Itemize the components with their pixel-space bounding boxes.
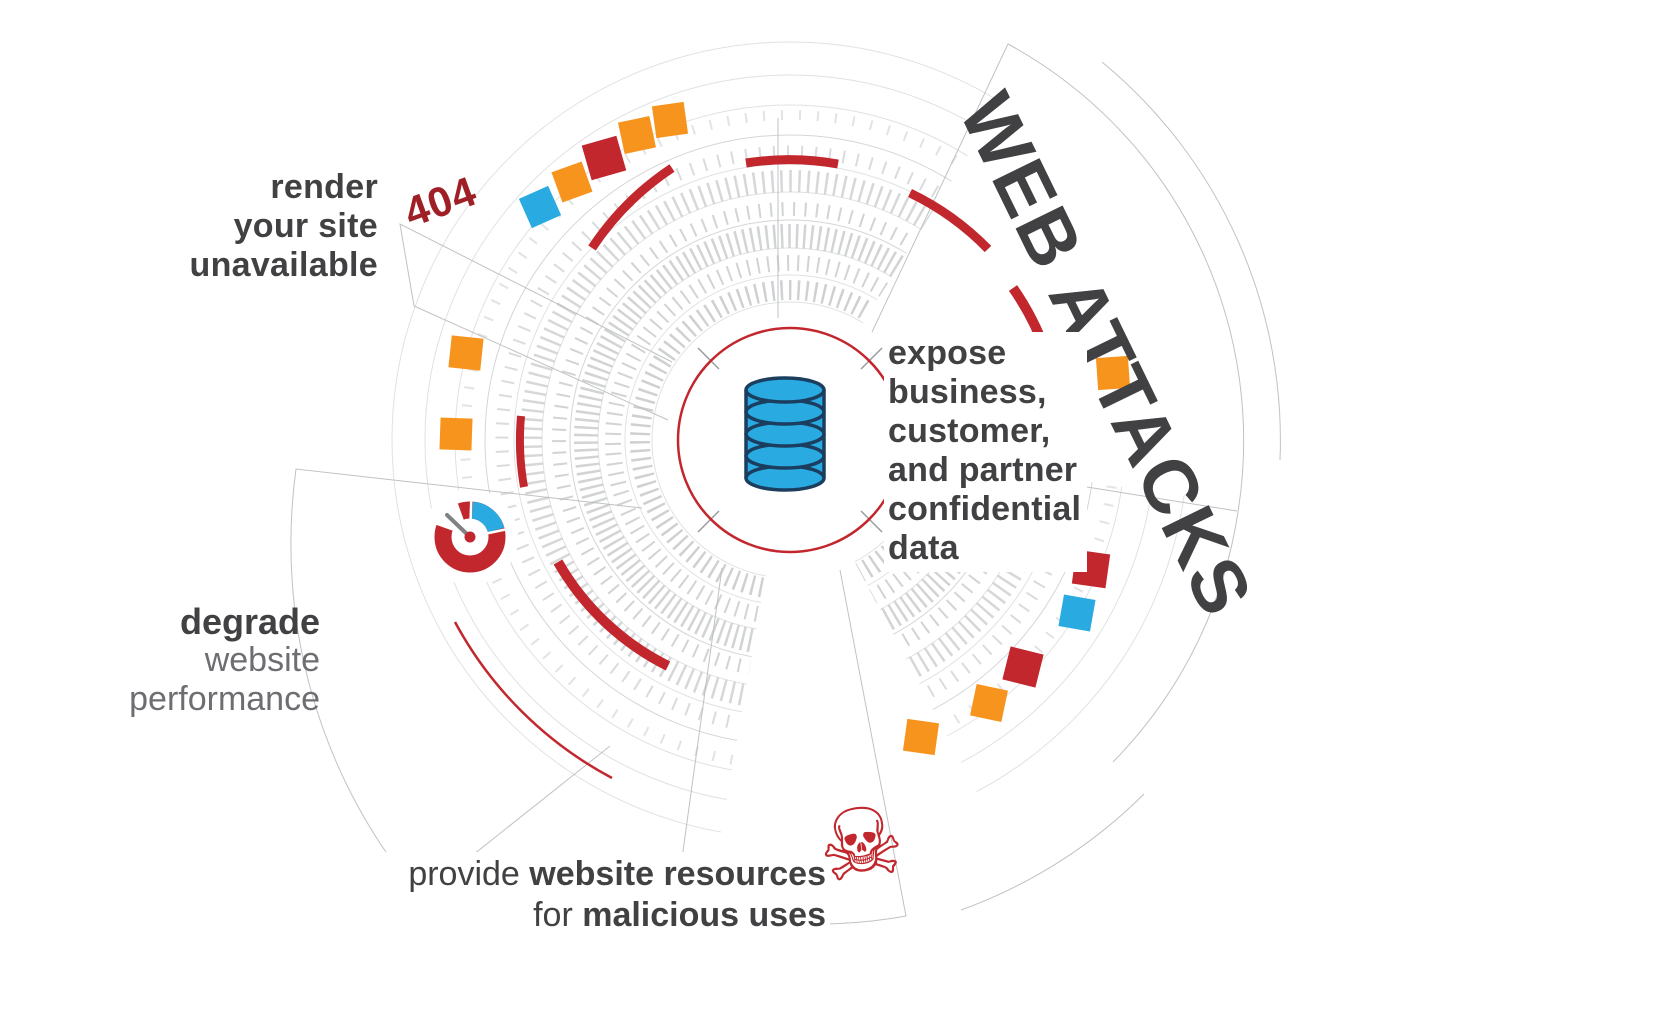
gauge-icon bbox=[434, 498, 508, 573]
provide-normal-2: for bbox=[533, 896, 583, 934]
provide-resources-label: provide website resources for malicious … bbox=[300, 852, 830, 938]
accent-square bbox=[970, 684, 1008, 722]
expose-data-label: expose business, customer, and partner c… bbox=[884, 332, 1088, 572]
render-line-1: render bbox=[270, 168, 378, 206]
degrade-line-3: performance bbox=[129, 680, 320, 718]
accent-square bbox=[618, 116, 656, 154]
render-line-2: your site bbox=[233, 207, 378, 245]
degrade-line-2: website bbox=[204, 641, 320, 679]
expose-line-2: business, bbox=[888, 373, 1047, 411]
accent-square bbox=[448, 335, 484, 371]
degrade-performance-label: degrade website performance bbox=[40, 602, 320, 719]
accent-square bbox=[581, 135, 627, 181]
provide-line-2: for malicious uses bbox=[304, 895, 826, 936]
accent-square bbox=[651, 101, 689, 139]
accent-square bbox=[902, 718, 940, 756]
render-line-3: unavailable bbox=[189, 246, 378, 284]
provide-bold-2: malicious uses bbox=[582, 896, 826, 934]
skull-crossbones-icon: ☠ bbox=[810, 782, 912, 906]
accent-square bbox=[1095, 355, 1131, 391]
render-site-label: render your site unavailable bbox=[140, 168, 378, 285]
database-icon bbox=[744, 376, 826, 492]
expose-line-3: customer, bbox=[888, 412, 1051, 450]
white-sector-bottom bbox=[707, 555, 1015, 921]
accent-square bbox=[551, 161, 593, 203]
expose-line-4: and partner bbox=[888, 451, 1078, 489]
expose-line-5: confidential bbox=[888, 490, 1082, 528]
degrade-line-1: degrade bbox=[179, 601, 320, 642]
accent-square bbox=[439, 417, 473, 451]
expose-line-6: data bbox=[888, 529, 959, 567]
center-cross-ticks bbox=[697, 347, 883, 533]
provide-line-1: provide website resources bbox=[304, 854, 826, 895]
accent-squares bbox=[439, 101, 1131, 756]
expose-line-1: expose bbox=[888, 334, 1007, 372]
provide-bold-1: website resources bbox=[529, 855, 826, 893]
provide-normal-1: provide bbox=[408, 855, 530, 893]
accent-square bbox=[1058, 594, 1096, 632]
red-arcs bbox=[453, 155, 1066, 780]
accent-square bbox=[518, 185, 562, 229]
accent-square bbox=[1002, 646, 1044, 688]
